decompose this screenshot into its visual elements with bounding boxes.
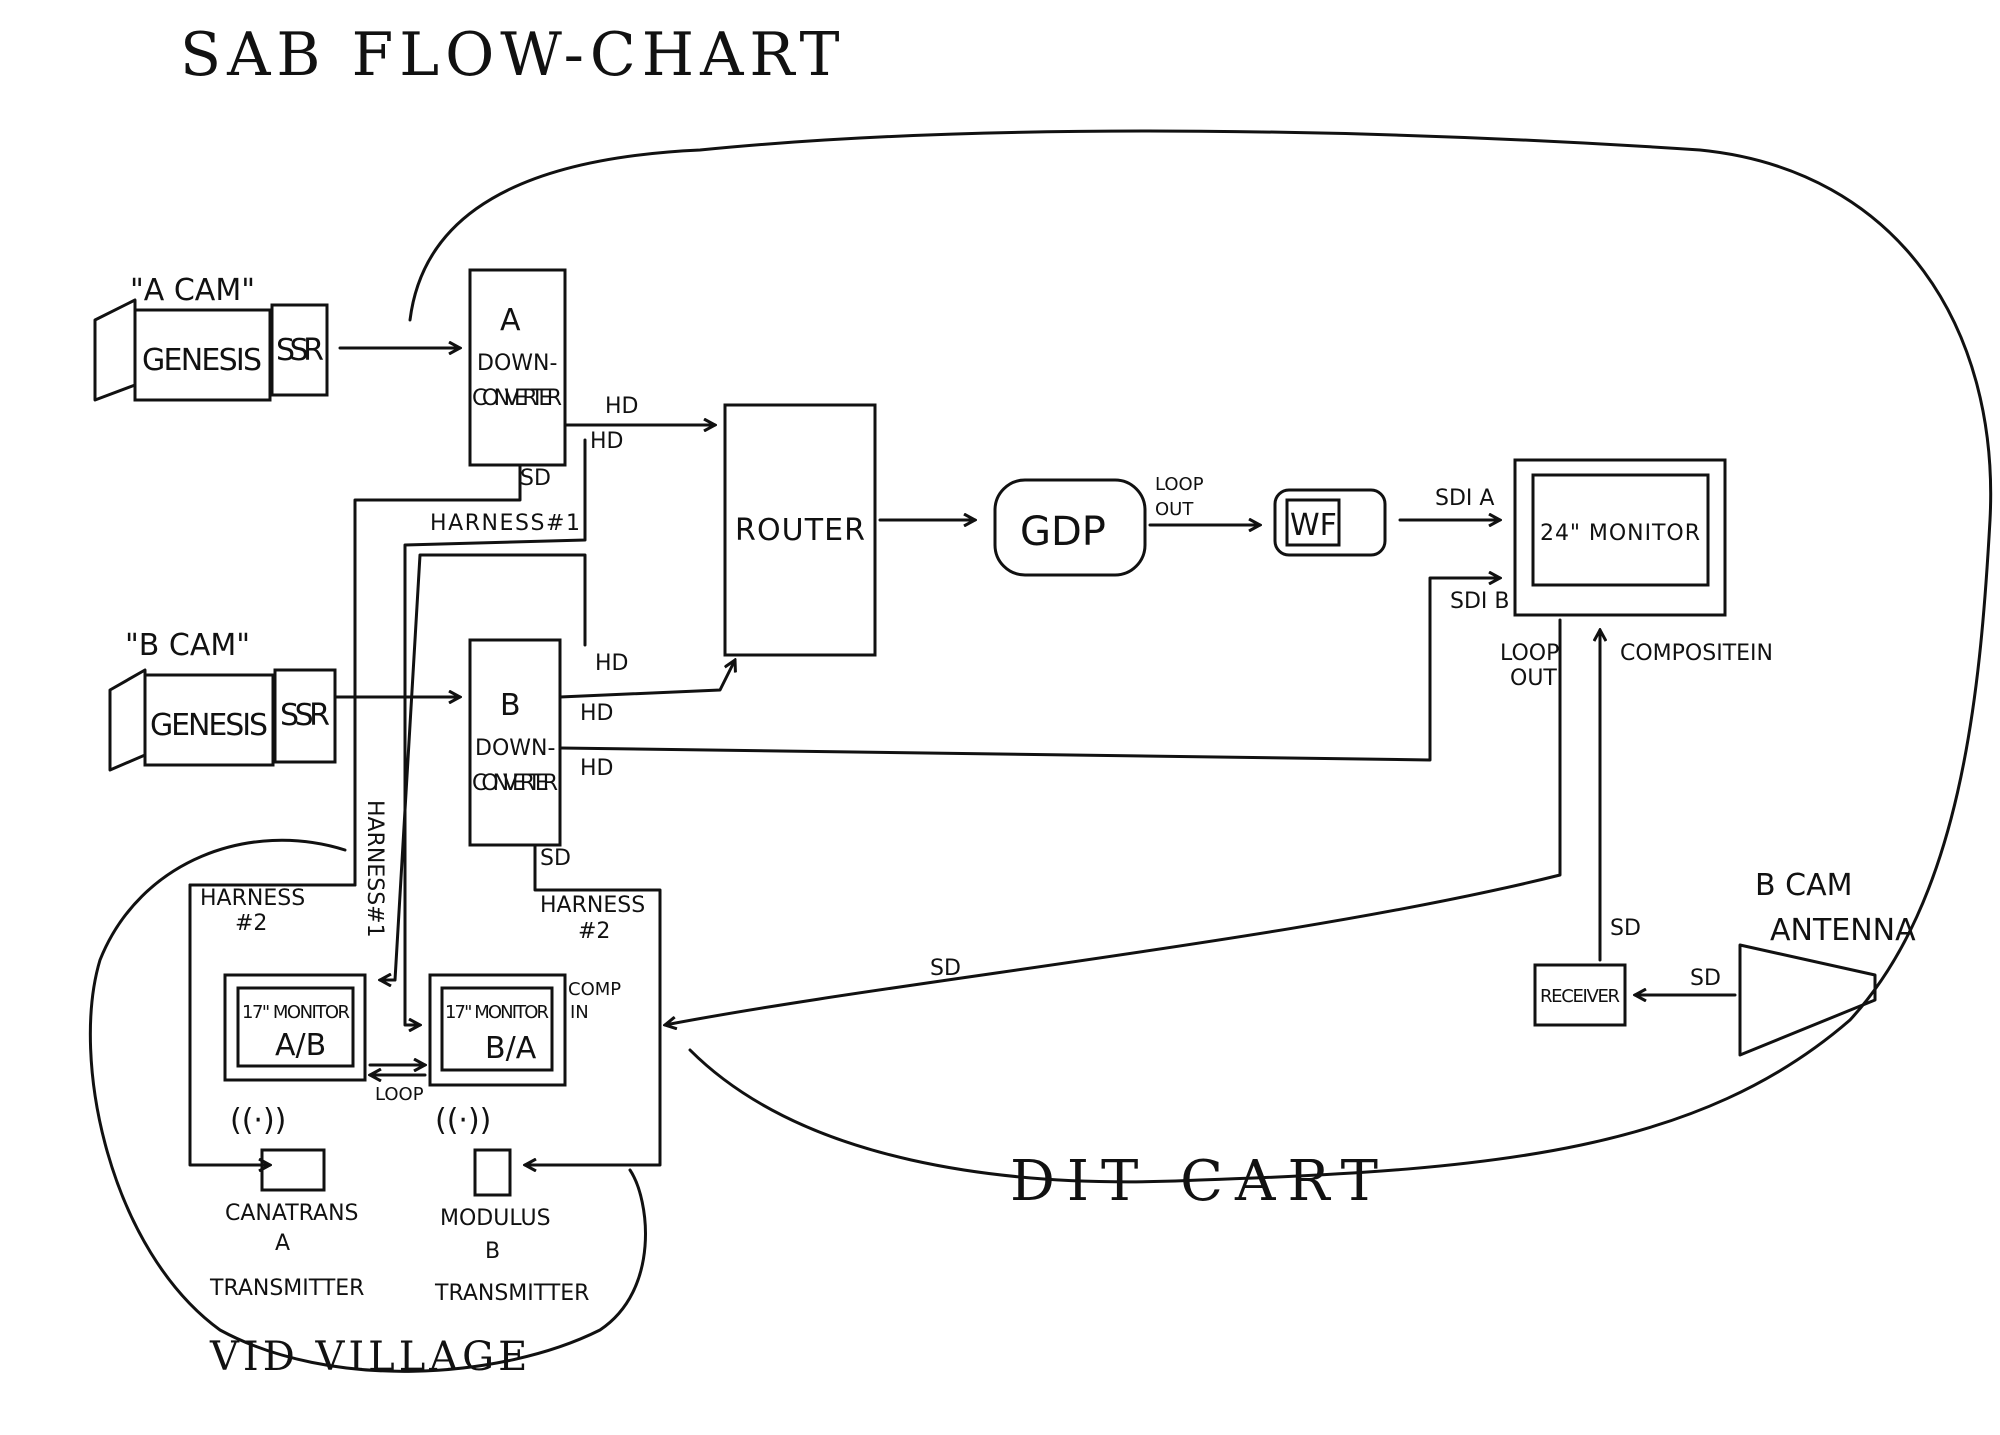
sdi-a-label: SDI A <box>1435 486 1494 511</box>
b-cam-ssr-label: SSR <box>280 698 330 733</box>
a-cam-label: "A CAM" <box>130 273 255 308</box>
gdp-label: GDP <box>1020 509 1106 555</box>
canatrans-line3: TRANSMITTER <box>209 1276 364 1301</box>
monitor-17-ab-screen <box>236 986 355 1068</box>
harness2-right-num: #2 <box>578 919 610 944</box>
harness1-line-c <box>380 553 587 980</box>
dit-cart-boundary <box>408 129 1993 1184</box>
monitor-17-ab-line2: A/B <box>275 1028 326 1063</box>
monitor-24-screen <box>1531 473 1710 587</box>
harness1-label-vertical: HARNESS#1 <box>362 800 387 938</box>
diagram-title: SAB FLOW-CHART <box>180 20 846 90</box>
receiver-box <box>1533 963 1627 1027</box>
a-downconverter-box <box>468 268 567 467</box>
wf-inner-screen <box>1285 498 1341 547</box>
a-sd-label: SD <box>520 466 551 491</box>
a-downconverter-line1: A <box>500 303 521 338</box>
b-cam-genesis-box <box>143 673 275 767</box>
b-downconverter-line3: CONVERTER <box>472 771 558 796</box>
antenna-label-2: ANTENNA <box>1770 913 1916 948</box>
b-hd-label: HD <box>580 701 613 726</box>
harness2-left-num: #2 <box>235 911 267 936</box>
a-hd-label-2: HD <box>590 429 623 454</box>
loop-out-to-17-monitor-arrow <box>665 618 1562 1025</box>
receiver-sd-label: SD <box>1610 916 1641 941</box>
monitor-loop-label: LOOP <box>1500 641 1559 666</box>
monitor-17-ba-screen <box>440 986 554 1072</box>
gdp-box <box>993 478 1147 577</box>
canatrans-transmitter-icon <box>260 1148 326 1192</box>
router-label: ROUTER <box>735 513 865 548</box>
canatrans-line1: CANATRANS <box>225 1201 359 1226</box>
vid-village-label: VID VILLAGE <box>209 1334 531 1380</box>
comp-label: COMP <box>568 979 621 1000</box>
router-box <box>723 403 877 657</box>
canatrans-wireless-icon: ((·)) <box>230 1103 286 1138</box>
b-cam-ssr-box <box>273 668 337 764</box>
b-hd-label-top: HD <box>595 651 628 676</box>
antenna-icon <box>1738 943 1877 1057</box>
modulus-line3: TRANSMITTER <box>434 1281 589 1306</box>
a-hd-label: HD <box>605 394 638 419</box>
a-downconverter-line2: DOWN- <box>477 351 557 376</box>
a-cam-genesis-label: GENESIS <box>142 343 262 378</box>
modulus-transmitter-icon <box>473 1148 512 1197</box>
b-downconverter-box <box>468 638 562 847</box>
b-downconverter-line1: B <box>500 688 521 723</box>
modulus-line1: MODULUS <box>440 1206 551 1231</box>
b-hd-to-router-arrow <box>558 660 735 699</box>
monitor-17-ab-outer <box>223 973 367 1082</box>
monitor-out-label: OUT <box>1510 666 1557 691</box>
harness1-line-b <box>403 438 587 1025</box>
monitor-24-outer <box>1513 458 1727 617</box>
monitor-17-ba-outer <box>428 973 567 1087</box>
b-sd-label: SD <box>540 846 571 871</box>
harness2-left-line <box>188 883 270 1165</box>
harness2-right-line <box>525 843 662 1165</box>
sd-village-label: SD <box>930 956 961 981</box>
monitor-17-ba-line1: 17" MONITOR <box>445 1002 549 1023</box>
loop-17-label: LOOP <box>375 1084 424 1105</box>
monitor-24-label: 24" MONITOR <box>1540 521 1700 546</box>
b-hd-label-2: HD <box>580 756 613 781</box>
dit-cart-label: DIT CART <box>1010 1149 1390 1214</box>
harness2-left-label: HARNESS <box>200 886 305 911</box>
modulus-wireless-icon: ((·)) <box>435 1103 491 1138</box>
a-cam-ssr-box <box>270 303 329 397</box>
sdi-b-label: SDI B <box>1450 589 1509 614</box>
gdp-loop-label: LOOP <box>1155 474 1204 495</box>
receiver-label: RECEIVER <box>1540 986 1620 1007</box>
antenna-label-1: B CAM <box>1755 868 1852 903</box>
antenna-sd-label: SD <box>1690 966 1721 991</box>
a-cam-genesis-box <box>133 308 272 402</box>
a-downconverter-line3: CONVERTER <box>472 386 562 411</box>
b-hd-to-monitor-arrow <box>558 578 1500 762</box>
composite-in-label: COMPOSITEIN <box>1620 641 1773 666</box>
b-downconverter-line2: DOWN- <box>475 736 555 761</box>
wf-box <box>1273 488 1387 557</box>
canatrans-line2: A <box>275 1231 290 1256</box>
harness2-right-label: HARNESS <box>540 893 645 918</box>
b-cam-lens-icon <box>108 668 147 772</box>
gdp-out-label: OUT <box>1155 499 1194 520</box>
comp-in-label: IN <box>570 1002 589 1023</box>
vid-village-boundary <box>88 838 647 1373</box>
monitor-17-ba-line2: B/A <box>485 1031 537 1066</box>
b-cam-genesis-label: GENESIS <box>150 708 268 743</box>
modulus-line2: B <box>485 1239 500 1264</box>
harness1-line-a <box>353 463 522 887</box>
a-cam-lens-icon <box>93 298 137 402</box>
b-cam-label: "B CAM" <box>125 628 250 663</box>
monitor-17-ab-line1: 17" MONITOR <box>242 1002 350 1023</box>
wf-label: WF <box>1290 508 1337 543</box>
harness1-label-top: HARNESS#1 <box>430 511 580 536</box>
a-cam-ssr-label: SSR <box>276 333 324 368</box>
